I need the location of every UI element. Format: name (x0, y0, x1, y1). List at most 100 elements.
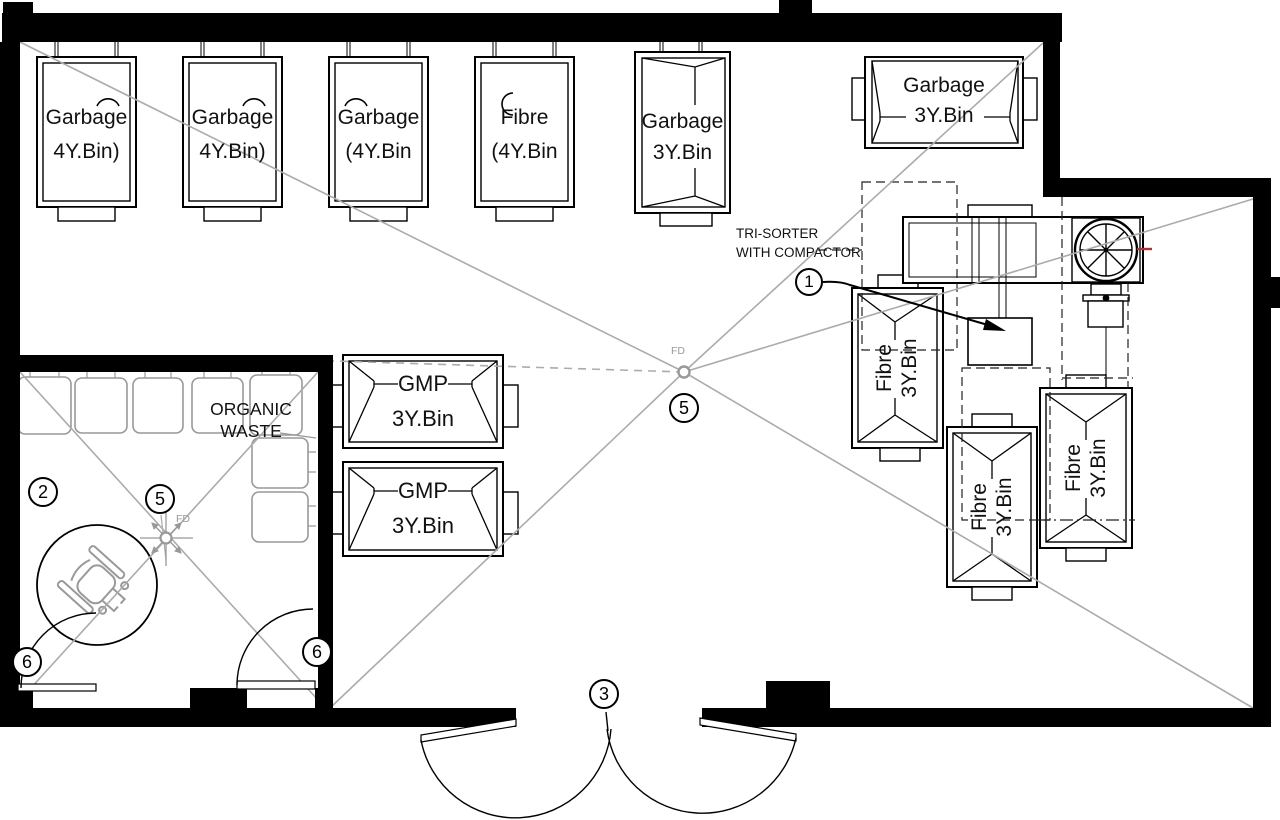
wall-door-jamb (10, 690, 33, 708)
bin-label-line: Garbage (337, 106, 420, 129)
door-swing-arc (606, 728, 797, 814)
lid-arc (344, 98, 368, 107)
organic-tote (249, 374, 303, 436)
keynote-3-leader (605, 711, 609, 732)
tri-sorter-line1: TRI-SORTER (736, 226, 819, 241)
bin-fibre-4y (474, 42, 575, 222)
wall-top-bump (779, 0, 812, 14)
bin-label-fibre-4y: Fibre (4Y.Bin (475, 100, 574, 170)
wall-top (2, 13, 1062, 42)
bin-gmp-1 (327, 354, 519, 449)
organic-tote (251, 437, 309, 489)
keynote-number: 6 (21, 651, 32, 672)
bin-label-line: 3Y.Bin (993, 477, 1016, 537)
carousel-spokes (1080, 224, 1132, 276)
wall-right (1253, 197, 1271, 727)
keynote-number: 2 (37, 481, 48, 502)
lid-arc (501, 92, 514, 116)
lid-folds (871, 60, 1019, 144)
lid-folds (1045, 393, 1127, 543)
wall-organic-room-north (20, 355, 333, 372)
bin-label-gmp-1: GMP 3Y.Bin (343, 366, 503, 436)
arrowhead (983, 319, 1006, 331)
wall-door-jamb (315, 688, 333, 708)
tri-sorter-line2: WITH COMPACTOR (736, 245, 861, 260)
bin-label-garbage-3y-vertical: Garbage 3Y.Bin (635, 106, 730, 168)
bin-label-line: GMP (397, 371, 449, 396)
bin-label-line: (4Y.Bin (345, 140, 412, 163)
lid-folds (952, 432, 1032, 582)
lid-folds (857, 293, 938, 443)
tote-wall-ticks (29, 370, 316, 527)
wall-step-vertical (1043, 42, 1060, 197)
wall-door-jamb (190, 688, 247, 708)
keynote-number: 1 (804, 272, 814, 291)
wall-right-pilaster (1271, 277, 1280, 308)
lid-folds (348, 360, 498, 443)
fd-label-left: FD (176, 513, 190, 525)
organic-waste-totes (17, 370, 317, 543)
bin-garbage-4y-1 (36, 42, 137, 222)
bin-label-line: 3Y.Bin (652, 141, 713, 164)
keynote-5-main: 5 (669, 393, 699, 423)
bins-gmp (327, 354, 519, 557)
organic-waste-line1: ORGANIC (210, 399, 292, 419)
wall-bottom-step (766, 681, 830, 708)
wheelchair-icon (56, 545, 130, 615)
bin-label-garbage-4y-2: Garbage 4Y.Bin) (183, 100, 282, 170)
bin-label-fibre-3: Fibre 3Y.Bin (1061, 393, 1111, 543)
wall-left (0, 42, 20, 708)
keynote-5-left: 5 (145, 484, 175, 514)
slope-line (683, 198, 1254, 373)
wall-step-horizontal (1060, 178, 1271, 197)
bin-label-line: Fibre (1062, 444, 1085, 492)
bin-label-line: 3Y.Bin (898, 338, 921, 398)
keynote-number: 5 (678, 397, 689, 418)
slope-line (683, 42, 1044, 373)
bin-garbage-3y-vertical (634, 42, 731, 227)
organic-tote (251, 491, 309, 543)
door-leaf-6-right (236, 680, 316, 690)
keynote-number: 5 (154, 488, 165, 509)
organic-tote (132, 377, 184, 434)
bin-label-line: (4Y.Bin (491, 140, 558, 163)
slope-line-dashed (332, 360, 685, 373)
bin-label-line: 4Y.Bin) (199, 140, 266, 163)
keynote-6-left: 6 (12, 647, 42, 677)
keynote-3: 3 (589, 679, 619, 709)
bin-label-line: Fibre (500, 106, 549, 129)
lid-arc (242, 98, 266, 107)
bin-label-line: Fibre (968, 483, 991, 531)
organic-tote (74, 377, 128, 434)
tri-sorter-machine (902, 204, 1144, 378)
bin-label-line: 3Y.Bin (392, 406, 454, 431)
slope-line (683, 371, 1254, 709)
keynote-number: 3 (598, 683, 609, 704)
organic-waste-label: ORGANIC WASTE (196, 398, 306, 442)
slope-line (329, 371, 685, 709)
bin-label-line: 3Y.Bin (914, 104, 974, 127)
door-swing-arc (236, 608, 314, 686)
keynote-1: 1 (795, 268, 823, 296)
wall-bottom-left (0, 708, 516, 727)
floor-drain-main (677, 365, 691, 379)
organic-label-leader (279, 432, 317, 439)
tri-sorter-note: TRI-SORTER WITH COMPACTOR (736, 224, 861, 262)
wall-bottom-right (702, 708, 1271, 727)
fd-label-main: FD (671, 345, 685, 357)
bin-garbage-4y-3 (328, 42, 429, 222)
lid-folds (641, 57, 726, 208)
bin-label-line: Garbage (641, 110, 724, 133)
door-swing-arc (420, 728, 612, 819)
lid-arc (96, 98, 120, 107)
door-leaf-6-left (17, 683, 97, 692)
wheelchair-turning-circle (36, 524, 158, 646)
bin-label-fibre-2: Fibre 3Y.Bin (967, 432, 1017, 582)
equipment-dashed-outlines (818, 181, 1135, 521)
bin-fibre-3 (1039, 374, 1133, 562)
wall-organic-room-east (318, 372, 333, 688)
lid-folds (348, 467, 498, 551)
organic-waste-line2: WASTE (220, 421, 282, 441)
bin-label-line: Fibre (873, 344, 896, 392)
